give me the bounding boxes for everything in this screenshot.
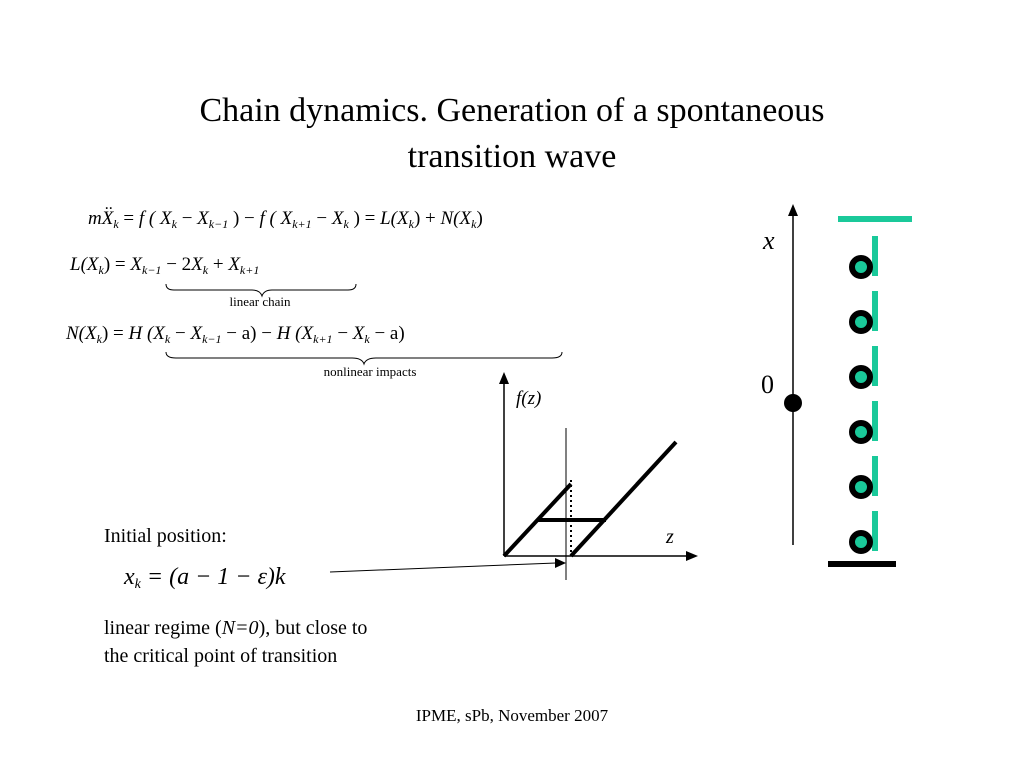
chain-axis-arrow [788, 204, 798, 216]
chain-mass [849, 420, 873, 444]
chain-mass [849, 475, 873, 499]
formula-rest: = (a − 1 − ε)k [140, 564, 286, 590]
note-n: N=0 [221, 617, 259, 639]
origin-dot [784, 394, 802, 412]
eq-sub: k [202, 263, 209, 277]
initial-position-formula: xk = (a − 1 − ε)k [124, 564, 286, 593]
brace-nonlinear [165, 351, 563, 366]
eq-sub: k [98, 263, 104, 277]
force-branch-left [502, 482, 573, 558]
chain-mass [849, 310, 873, 334]
chain-mass [849, 365, 873, 389]
chain-axis-label: x [763, 226, 775, 255]
plot-x-label: z [666, 526, 674, 548]
slide-title: Chain dynamics. Generation of a spontane… [0, 88, 1024, 180]
eq-term: L( [70, 254, 87, 275]
pointer-line [329, 562, 557, 573]
eq-term: L( [380, 208, 398, 229]
eq-op: − 2 [161, 254, 192, 275]
eq-sub: k [164, 332, 171, 346]
eq-term: H ( [276, 323, 302, 344]
eq-op: − a) − [221, 323, 277, 344]
eq-sub: k−1 [142, 263, 162, 277]
eq-sym: X [130, 254, 142, 275]
brace-linear [165, 283, 357, 298]
eq-sym: X [85, 323, 97, 344]
eq-op: − a) [369, 323, 405, 344]
eq-op: + [208, 254, 229, 275]
brace-label-linear: linear chain [229, 294, 291, 309]
eq-op: ) = [101, 323, 129, 344]
note-text: ), but close to [258, 617, 368, 639]
note-text: linear regime ( [104, 617, 222, 639]
eq-sym: X [197, 208, 209, 229]
eq-op: ) = [353, 208, 381, 229]
note-text: the critical point of transition [104, 645, 338, 667]
eq-op: ) − [232, 208, 260, 229]
force-branch-right [569, 440, 678, 558]
eq-sym: X [153, 323, 165, 344]
eq-sub: k+1 [239, 263, 260, 277]
eq-term: N( [440, 208, 460, 229]
eq-term: f ( [259, 208, 276, 229]
eq-sym: X [352, 323, 365, 344]
equation-motion: mX..k = f ( Xk − Xk−1 ) − f ( Xk+1 − Xk … [88, 196, 483, 231]
eq-term: f ( [138, 208, 156, 229]
eq-sym: X [331, 208, 344, 229]
eq-sub: k [113, 217, 119, 231]
eq-op: ) [476, 208, 483, 229]
chain-masses [849, 236, 878, 554]
eq-sym: X [160, 208, 172, 229]
eq-sym: X [280, 208, 293, 229]
eq-mass: m [88, 208, 102, 229]
eq-sym: X [86, 254, 99, 275]
eq-term: N( [66, 323, 85, 344]
plot-y-label: f(z) [516, 388, 542, 409]
formula-x: x [124, 564, 135, 590]
eq-sub: k [96, 332, 102, 346]
eq-sub: k−1 [208, 217, 229, 231]
eq-op: ) + [413, 208, 441, 229]
equation-linear: L(Xk) = Xk−1 − 2Xk + Xk+1 [70, 254, 259, 278]
eq-op: = [123, 208, 139, 229]
eq-sub: k [408, 217, 414, 231]
chain-mass [849, 255, 873, 279]
eq-op: ) = [103, 254, 131, 275]
eq-sub: k+1 [292, 217, 312, 231]
title-line-1: Chain dynamics. Generation of a spontane… [199, 92, 825, 129]
equation-nonlinear: N(Xk) = H (Xk − Xk−1 − a) − H (Xk+1 − Xk… [66, 323, 405, 346]
eq-term: H ( [128, 323, 154, 344]
eq-sub: k [471, 217, 477, 231]
initial-position-label: Initial position: [104, 525, 227, 547]
eq-sub: k+1 [313, 332, 333, 346]
slide-footer: IPME, sPb, November 2007 [415, 706, 609, 725]
plot-x-arrow [686, 551, 698, 561]
chain-zero-label: 0 [761, 370, 774, 399]
chain-mass [849, 530, 873, 554]
eq-x-ddot: X.. [101, 196, 114, 229]
brace-label-nonlinear: nonlinear impacts [323, 364, 417, 379]
eq-sym: X [397, 208, 409, 229]
eq-sub: k [171, 217, 177, 231]
linear-regime-note: linear regime (N=0), but close to the cr… [104, 614, 367, 670]
eq-sym: X [190, 323, 203, 344]
eq-sub: k−1 [202, 332, 222, 346]
eq-sym: X [459, 208, 472, 229]
plot-y-arrow [499, 372, 509, 384]
formula-sub: k [134, 577, 141, 592]
eq-sym: X [301, 323, 314, 344]
eq-sub: k [343, 217, 349, 231]
pointer-arrowhead [555, 558, 566, 568]
eq-sym: X [228, 254, 240, 275]
title-line-2: transition wave [407, 138, 617, 175]
eq-sym: X [191, 254, 203, 275]
eq-sub: k [364, 332, 370, 346]
